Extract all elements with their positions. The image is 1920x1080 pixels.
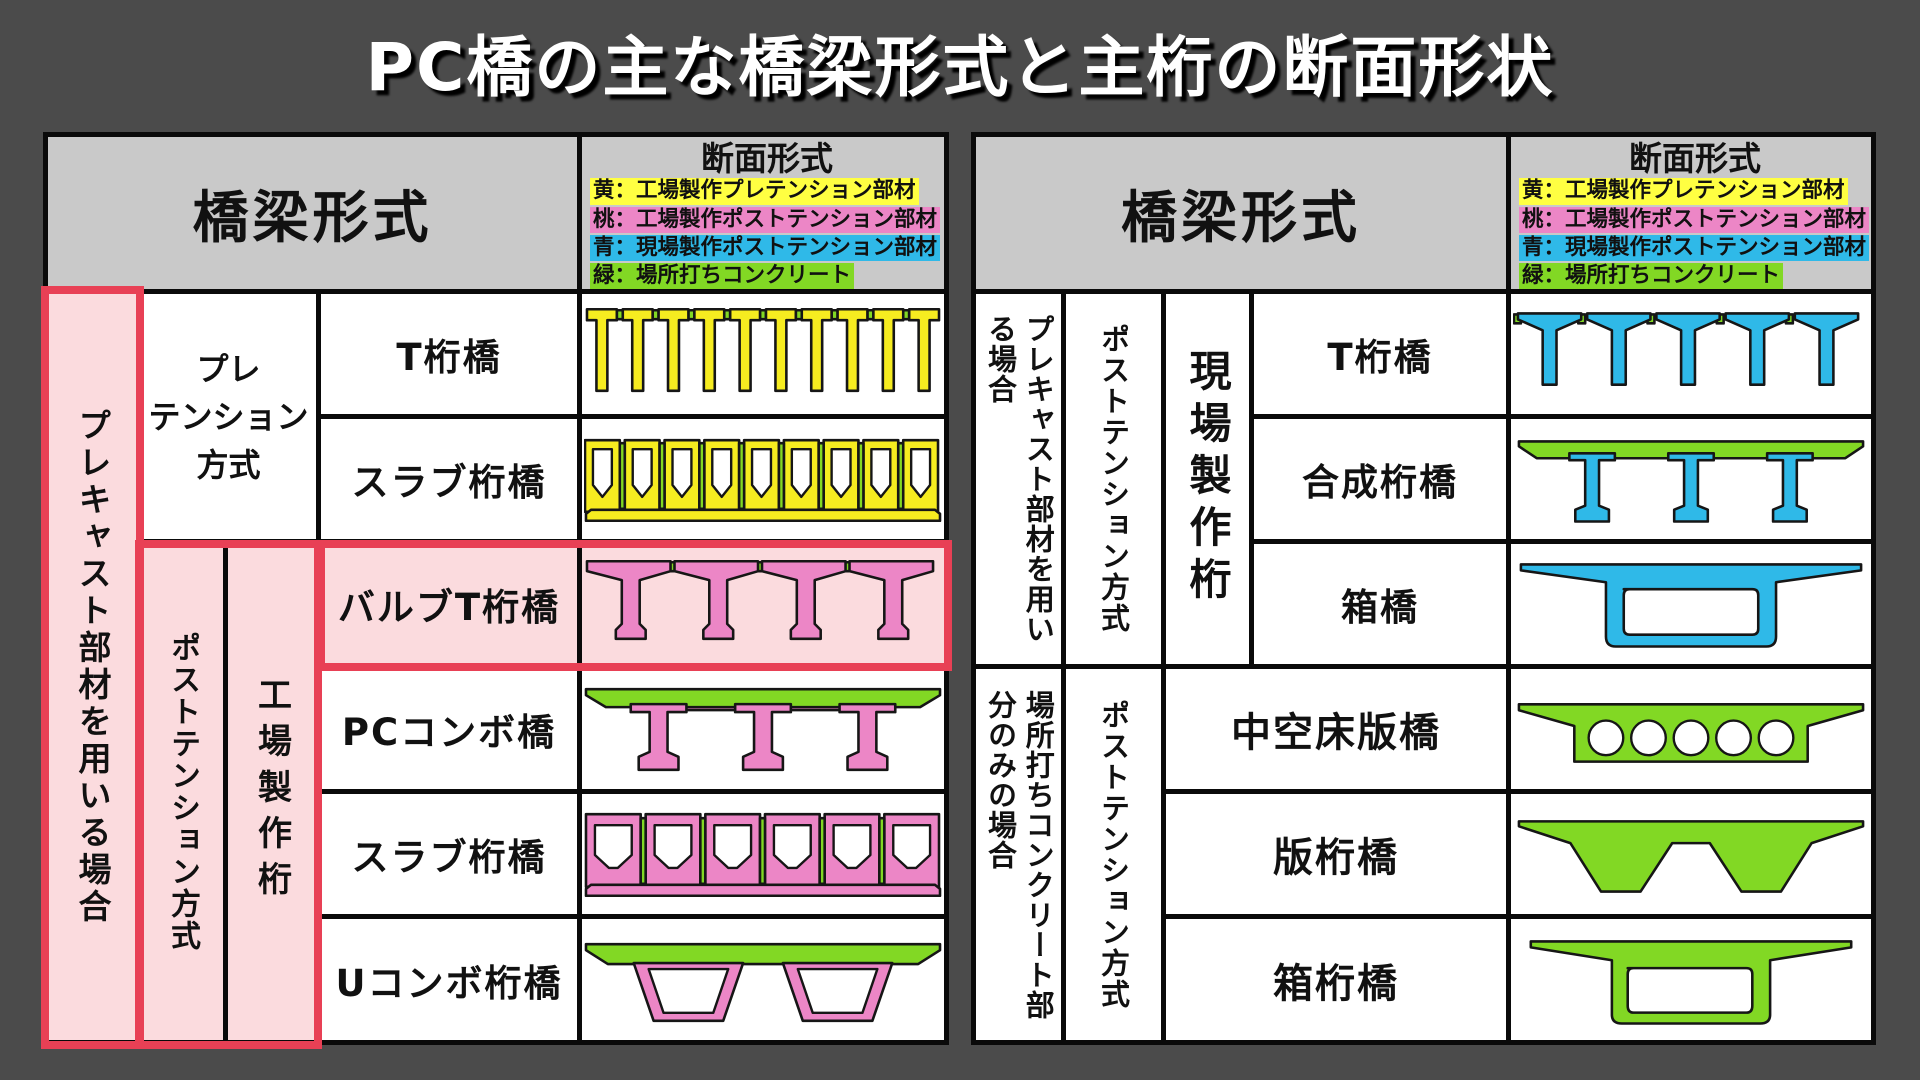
right-method-posttension-2-label: ポストテンション方式 [1096, 699, 1131, 1010]
section-cell-slab-girder-yellow [582, 419, 944, 539]
right-header-section-type: 断面形式 黄：工場製作プレテンション部材 桃：工場製作ポストテンション部材 青：… [1511, 137, 1871, 289]
legend-item-yellow: 黄：工場製作プレテンション部材 [1519, 178, 1848, 205]
right-group-cast-in-place-label: 場所打ちコンクリート部分のみの場合 [983, 689, 1056, 1020]
right-group-precast: プレキャスト部材を用いる場合 [976, 294, 1061, 664]
right-row-name-hollow-slab: 中空床版橋 [1166, 669, 1506, 789]
section-slab-girder-yellow-diagram [584, 438, 942, 523]
left-group-precast: プレキャスト部材を用いる場合 [48, 294, 136, 1040]
legend-item-green: 緑：場所打ちコンクリート [1519, 262, 1784, 289]
section-cell-t-girder-yellow [582, 294, 944, 414]
left-method-posttension: ポストテンション方式 [141, 544, 223, 1040]
section-cell-composite-girder [1511, 419, 1871, 539]
left-row-name-t-girder: T桁橋 [321, 294, 577, 414]
right-row-name-box-girder: 箱桁橋 [1166, 919, 1506, 1040]
right-row-name-t-girder: T桁橋 [1254, 294, 1506, 414]
right-row-name-plate-girder: 版桁橋 [1166, 794, 1506, 914]
section-t-girder-yellow-diagram [585, 307, 941, 393]
left-row-name-slab-girder-1: スラブ桁橋 [321, 419, 577, 539]
section-slab-girder-pink-diagram [584, 812, 942, 898]
left-row-name-slab-girder-2: スラブ桁橋 [321, 794, 577, 914]
section-u-combo-diagram [584, 942, 942, 1022]
section-cell-u-combo [582, 919, 944, 1040]
section-cell-box-girder-green [1511, 919, 1871, 1040]
legend-item-blue: 青：現場製作ポストテンション部材 [1519, 234, 1870, 261]
right-header-bridge-type: 橋梁形式 [976, 137, 1506, 289]
left-row-name-pc-combo: PCコンボ橋 [321, 669, 577, 789]
section-cell-plate-girder [1511, 794, 1871, 914]
right-method-posttension-2: ポストテンション方式 [1066, 669, 1161, 1040]
left-row-name-u-combo: Uコンボ桁橋 [321, 919, 577, 1040]
legend-item-pink: 桃：工場製作ポストテンション部材 [1519, 206, 1870, 233]
left-group-precast-label: プレキャスト部材を用いる場合 [73, 408, 112, 926]
section-cell-pc-combo [582, 669, 944, 789]
right-table-site-girders: 橋梁形式 断面形式 黄：工場製作プレテンション部材 桃：工場製作ポストテンション… [971, 132, 1876, 1045]
section-hollow-slab-diagram [1517, 702, 1865, 763]
left-header-section-type: 断面形式 黄：工場製作プレテンション部材 桃：工場製作ポストテンション部材 青：… [582, 137, 944, 289]
legend-item-pink: 桃：工場製作ポストテンション部材 [590, 206, 941, 233]
left-table-factory-girders: 橋梁形式 断面形式 黄：工場製作プレテンション部材 桃：工場製作ポストテンション… [43, 132, 949, 1045]
right-group-precast-label: プレキャスト部材を用いる場合 [983, 314, 1056, 644]
left-make-factory-label: 工場製作桁 [251, 677, 292, 907]
section-cell-hollow-slab [1511, 669, 1871, 789]
section-pc-combo-diagram [584, 687, 942, 772]
left-make-factory: 工場製作桁 [228, 544, 316, 1040]
section-box-bridge-blue-diagram [1519, 563, 1863, 648]
right-row-name-composite-girder: 合成桁橋 [1254, 419, 1506, 539]
section-bulb-t-girder-pink-diagram [585, 559, 935, 641]
section-t-girder-blue-diagram [1513, 312, 1860, 386]
section-cell-t-girder-blue [1511, 294, 1871, 414]
left-header-bridge-type: 橋梁形式 [48, 137, 577, 289]
section-cell-bulb-t-girder-pink [582, 544, 944, 664]
legend-item-yellow: 黄：工場製作プレテンション部材 [590, 178, 919, 205]
right-row-name-box-bridge: 箱橋 [1254, 544, 1506, 664]
section-box-girder-green-diagram [1529, 939, 1853, 1025]
section-plate-girder-diagram [1517, 820, 1865, 893]
left-method-pretension: プレ テンション 方式 [141, 294, 316, 539]
page-title: PC橋の主な橋梁形式と主桁の断面形状 [365, 29, 1555, 106]
legend-item-blue: 青：現場製作ポストテンション部材 [590, 234, 941, 261]
legend-item-green: 緑：場所打ちコンクリート [590, 262, 855, 289]
right-method-posttension-1: ポストテンション方式 [1066, 294, 1161, 664]
right-make-site: 現場製作桁 [1166, 294, 1249, 664]
right-method-posttension-1-label: ポストテンション方式 [1096, 324, 1131, 634]
left-row-name-bulb-t-girder: バルブT桁橋 [321, 544, 577, 664]
legend-title: 断面形式 [1629, 139, 1761, 178]
right-group-cast-in-place: 場所打ちコンクリート部分のみの場合 [976, 669, 1061, 1040]
section-cell-box-bridge-blue [1511, 544, 1871, 664]
left-method-pretension-label: プレ テンション 方式 [148, 349, 309, 484]
right-make-site-label: 現場製作桁 [1183, 349, 1232, 609]
section-composite-girder-diagram [1517, 440, 1865, 523]
left-method-posttension-label: ポストテンション方式 [165, 632, 200, 952]
section-cell-slab-girder-pink [582, 794, 944, 914]
legend-title: 断面形式 [701, 139, 833, 178]
